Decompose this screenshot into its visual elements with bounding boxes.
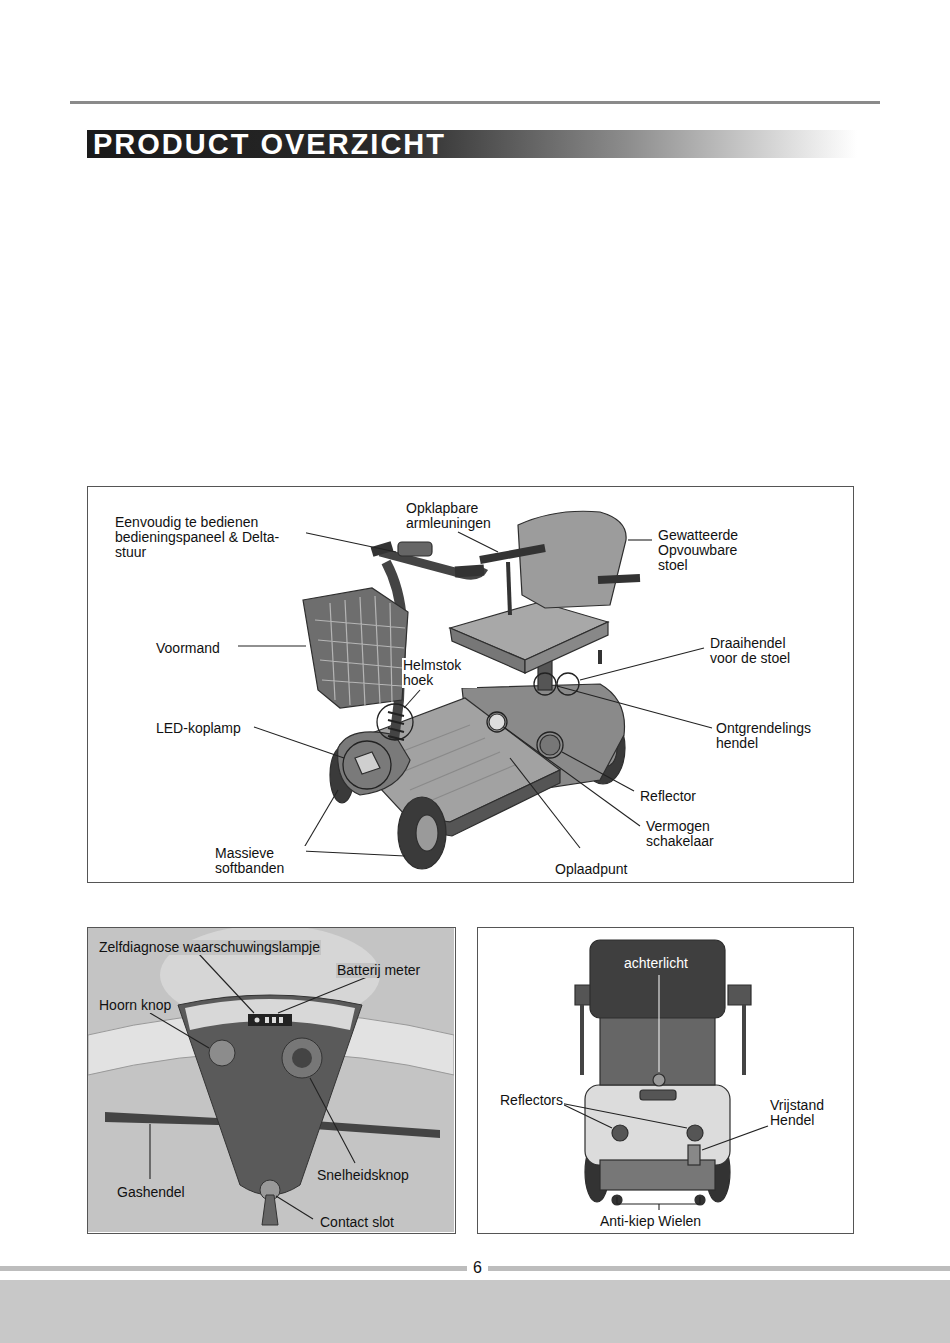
part-label: Massieve softbanden xyxy=(214,846,306,876)
label-slot: Ontgrendelings hendel xyxy=(715,721,827,752)
control-panel-view xyxy=(88,928,454,1232)
label-slot: Contact slot xyxy=(319,1213,395,1231)
label-slot: Opklapbare armleuningen xyxy=(405,501,510,532)
label-slot: Massieve softbanden xyxy=(214,846,306,877)
label-slot: Batterij meter xyxy=(336,961,421,979)
footer-band xyxy=(0,1280,950,1343)
page-number: 6 xyxy=(467,1258,488,1278)
label-slot: Reflector xyxy=(639,787,697,805)
scooter-rear-view xyxy=(575,940,751,1205)
part-label: Ontgrendelings hendel xyxy=(715,721,827,751)
label-slot: Anti-kiep Wielen xyxy=(599,1212,702,1230)
label-slot: Snelheidsknop xyxy=(316,1166,410,1184)
part-label: Opklapbare armleuningen xyxy=(405,501,510,531)
figure-panel: achterlichtReflectors Vrijstand HendelAnt… xyxy=(477,927,854,1234)
part-label: Zelfdiagnose waarschuwingslampje xyxy=(98,940,321,955)
title-band: PRODUCT OVERZICHT xyxy=(87,130,857,158)
part-label: Reflectors xyxy=(499,1093,564,1108)
label-slot: Gewatteerde Opvouwbare stoel xyxy=(657,528,752,574)
label-slot: 6 xyxy=(467,1258,488,1278)
figure-panel: Zelfdiagnose waarschuwingslampjeBatterij… xyxy=(87,927,456,1234)
part-label: Oplaadpunt xyxy=(554,862,628,877)
part-label: Hoorn knop xyxy=(98,998,172,1013)
label-slot: achterlicht xyxy=(623,954,689,972)
part-label: Snelheidsknop xyxy=(316,1168,410,1183)
part-label: Voormand xyxy=(155,641,221,656)
part-label: Anti-kiep Wielen xyxy=(599,1214,702,1229)
part-label: achterlicht xyxy=(623,956,689,971)
part-label: Contact slot xyxy=(319,1215,395,1230)
part-label: Vrijstand Hendel xyxy=(769,1098,841,1128)
figure-panel: Eenvoudig te bedienen bedieningspaneel &… xyxy=(87,486,854,883)
page-title: PRODUCT OVERZICHT xyxy=(87,130,857,158)
label-slot: Oplaadpunt xyxy=(554,860,628,878)
part-label: Gewatteerde Opvouwbare stoel xyxy=(657,528,752,573)
callout-circles xyxy=(343,673,579,789)
label-slot: LED-koplamp xyxy=(155,719,242,737)
part-label: Vermogen schakelaar xyxy=(645,819,727,849)
label-slot: Hoorn knop xyxy=(98,996,172,1014)
label-slot: Draaihendel voor de stoel xyxy=(709,636,804,667)
part-label: Draaihendel voor de stoel xyxy=(709,636,804,666)
scooter-side-view xyxy=(303,511,640,869)
leader-lines xyxy=(560,975,768,1210)
part-label: Gashendel xyxy=(116,1185,186,1200)
part-label: Eenvoudig te bedienen bedieningspaneel &… xyxy=(114,515,306,560)
label-slot: Vermogen schakelaar xyxy=(645,819,727,850)
label-slot: Reflectors xyxy=(499,1091,564,1109)
part-label: Helmstok hoek xyxy=(402,658,477,688)
label-slot: Voormand xyxy=(155,639,221,657)
part-label: Batterij meter xyxy=(336,963,421,978)
top-rule xyxy=(70,101,880,104)
label-slot: Gashendel xyxy=(116,1183,186,1201)
part-label: LED-koplamp xyxy=(155,721,242,736)
leader-lines xyxy=(238,532,712,856)
label-slot: Zelfdiagnose waarschuwingslampje xyxy=(98,938,321,956)
label-slot: Vrijstand Hendel xyxy=(769,1098,841,1129)
label-slot: Helmstok hoek xyxy=(402,658,477,689)
part-label: Reflector xyxy=(639,789,697,804)
label-slot: Eenvoudig te bedienen bedieningspaneel &… xyxy=(114,515,306,561)
